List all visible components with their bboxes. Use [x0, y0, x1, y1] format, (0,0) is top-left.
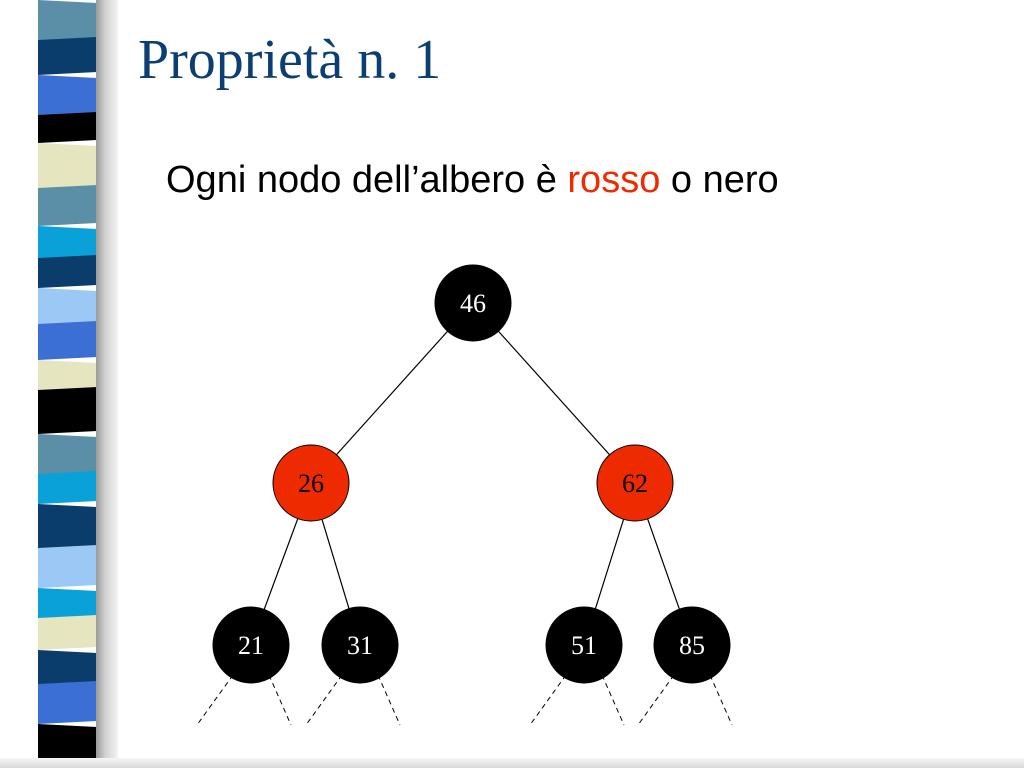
decorative-stripe-band — [0, 0, 97, 768]
stripe-left-margin — [0, 0, 38, 768]
stripe-segment — [38, 504, 97, 551]
stripe-segment — [38, 37, 97, 75]
stripe-segment — [38, 545, 97, 588]
stripe-segment — [38, 143, 97, 191]
node-label: 26 — [298, 469, 324, 498]
dashed-edge-n85-left — [637, 674, 675, 726]
stripe-segment — [38, 615, 97, 650]
subtitle-text-before: Ogni nodo dell’albero è — [166, 159, 568, 201]
stripe-segment — [38, 112, 97, 143]
stripe-segment — [38, 434, 97, 477]
node-circle-black — [545, 606, 623, 684]
stripe-segment — [38, 75, 97, 118]
dashed-edge-n85-right — [709, 674, 733, 726]
tree-node-51: 51 — [545, 606, 623, 684]
node-label: 31 — [347, 631, 373, 660]
tree-node-62: 62 — [596, 444, 674, 522]
tree-node-21: 21 — [212, 606, 290, 684]
stripe-segment — [38, 387, 97, 434]
slide-subtitle: Ogni nodo dell’albero è rosso o nero — [166, 158, 779, 204]
dashed-edge-n51-right — [601, 674, 625, 726]
stripe-segment — [38, 321, 97, 360]
node-circle-black — [321, 606, 399, 684]
stripe-segment — [38, 724, 97, 767]
node-circle-red — [596, 444, 674, 522]
node-label: 21 — [238, 631, 264, 660]
stripe-segment — [38, 255, 97, 288]
tree-node-31: 31 — [321, 606, 399, 684]
node-label: 85 — [679, 631, 705, 660]
edge-n46-n26 — [310, 302, 474, 484]
stripe-segment — [38, 471, 97, 504]
stripe-segment — [38, 588, 97, 621]
dashed-edge-n21-left — [196, 674, 234, 726]
stripe-segment — [38, 681, 97, 724]
subtitle-highlight-red: rosso — [567, 159, 661, 201]
stripe-segment — [38, 185, 97, 226]
stripe-segment — [38, 0, 97, 43]
node-circle-black — [653, 606, 731, 684]
tree-node-46: 46 — [434, 264, 512, 342]
dashed-edge-n51-left — [529, 674, 567, 726]
dashed-edge-n21-right — [268, 674, 292, 726]
node-circle-red — [272, 444, 350, 522]
stripe-segment — [38, 288, 97, 327]
edge-n46-n62 — [472, 302, 636, 484]
stripe-segment — [38, 360, 97, 393]
stripe-segment — [38, 226, 97, 261]
tree-node-85: 85 — [653, 606, 731, 684]
subtitle-text-after: o nero — [660, 159, 779, 201]
stripe-shadow — [96, 0, 118, 768]
node-circle-black — [434, 264, 512, 342]
dashed-edge-n31-right — [377, 674, 401, 726]
stripe-segment — [38, 650, 97, 687]
dashed-edge-n31-left — [305, 674, 343, 726]
slide-title: Proprietà n. 1 — [138, 29, 442, 91]
node-label: 46 — [460, 289, 486, 318]
node-label: 51 — [571, 631, 597, 660]
bottom-edge — [0, 758, 1024, 768]
node-circle-black — [212, 606, 290, 684]
tree-node-26: 26 — [272, 444, 350, 522]
node-label: 62 — [622, 469, 648, 498]
